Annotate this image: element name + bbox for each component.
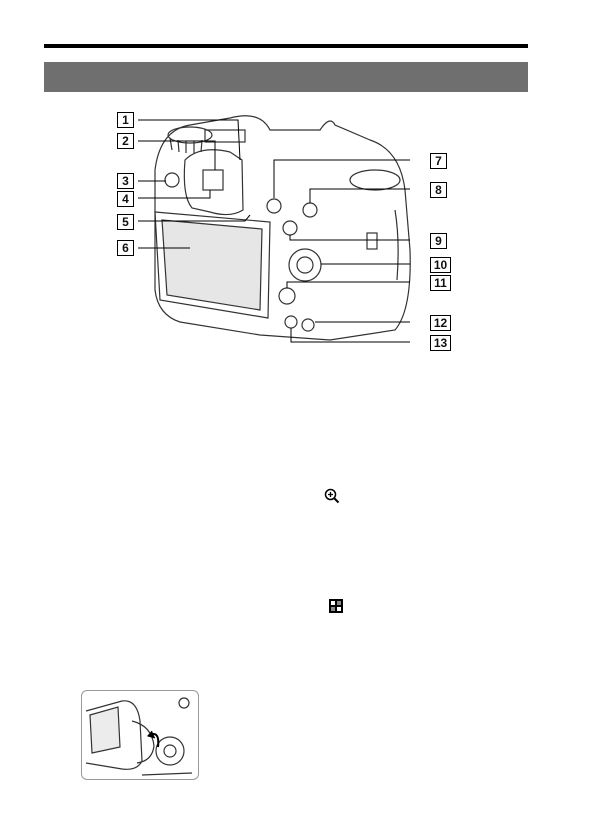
callout-7: 7 (430, 153, 447, 169)
callout-9: 9 (430, 233, 447, 249)
callout-10: 10 (430, 257, 451, 273)
callout-4: 4 (117, 191, 134, 207)
callout-6: 6 (117, 240, 134, 256)
camera-rear-diagram (100, 100, 460, 360)
callout-1: 1 (117, 112, 134, 128)
section-header-band (44, 62, 528, 92)
callout-3: 3 (117, 173, 134, 189)
callout-11: 11 (430, 275, 451, 291)
magnify-plus-icon (324, 488, 340, 504)
index-grid-icon (329, 599, 343, 613)
callout-5: 5 (117, 214, 134, 230)
callout-12: 12 (430, 315, 451, 331)
callout-8: 8 (430, 182, 447, 198)
callout-13: 13 (430, 335, 451, 351)
top-rule (44, 44, 528, 48)
eyecup-removal-illustration (81, 690, 199, 780)
callout-2: 2 (117, 133, 134, 149)
